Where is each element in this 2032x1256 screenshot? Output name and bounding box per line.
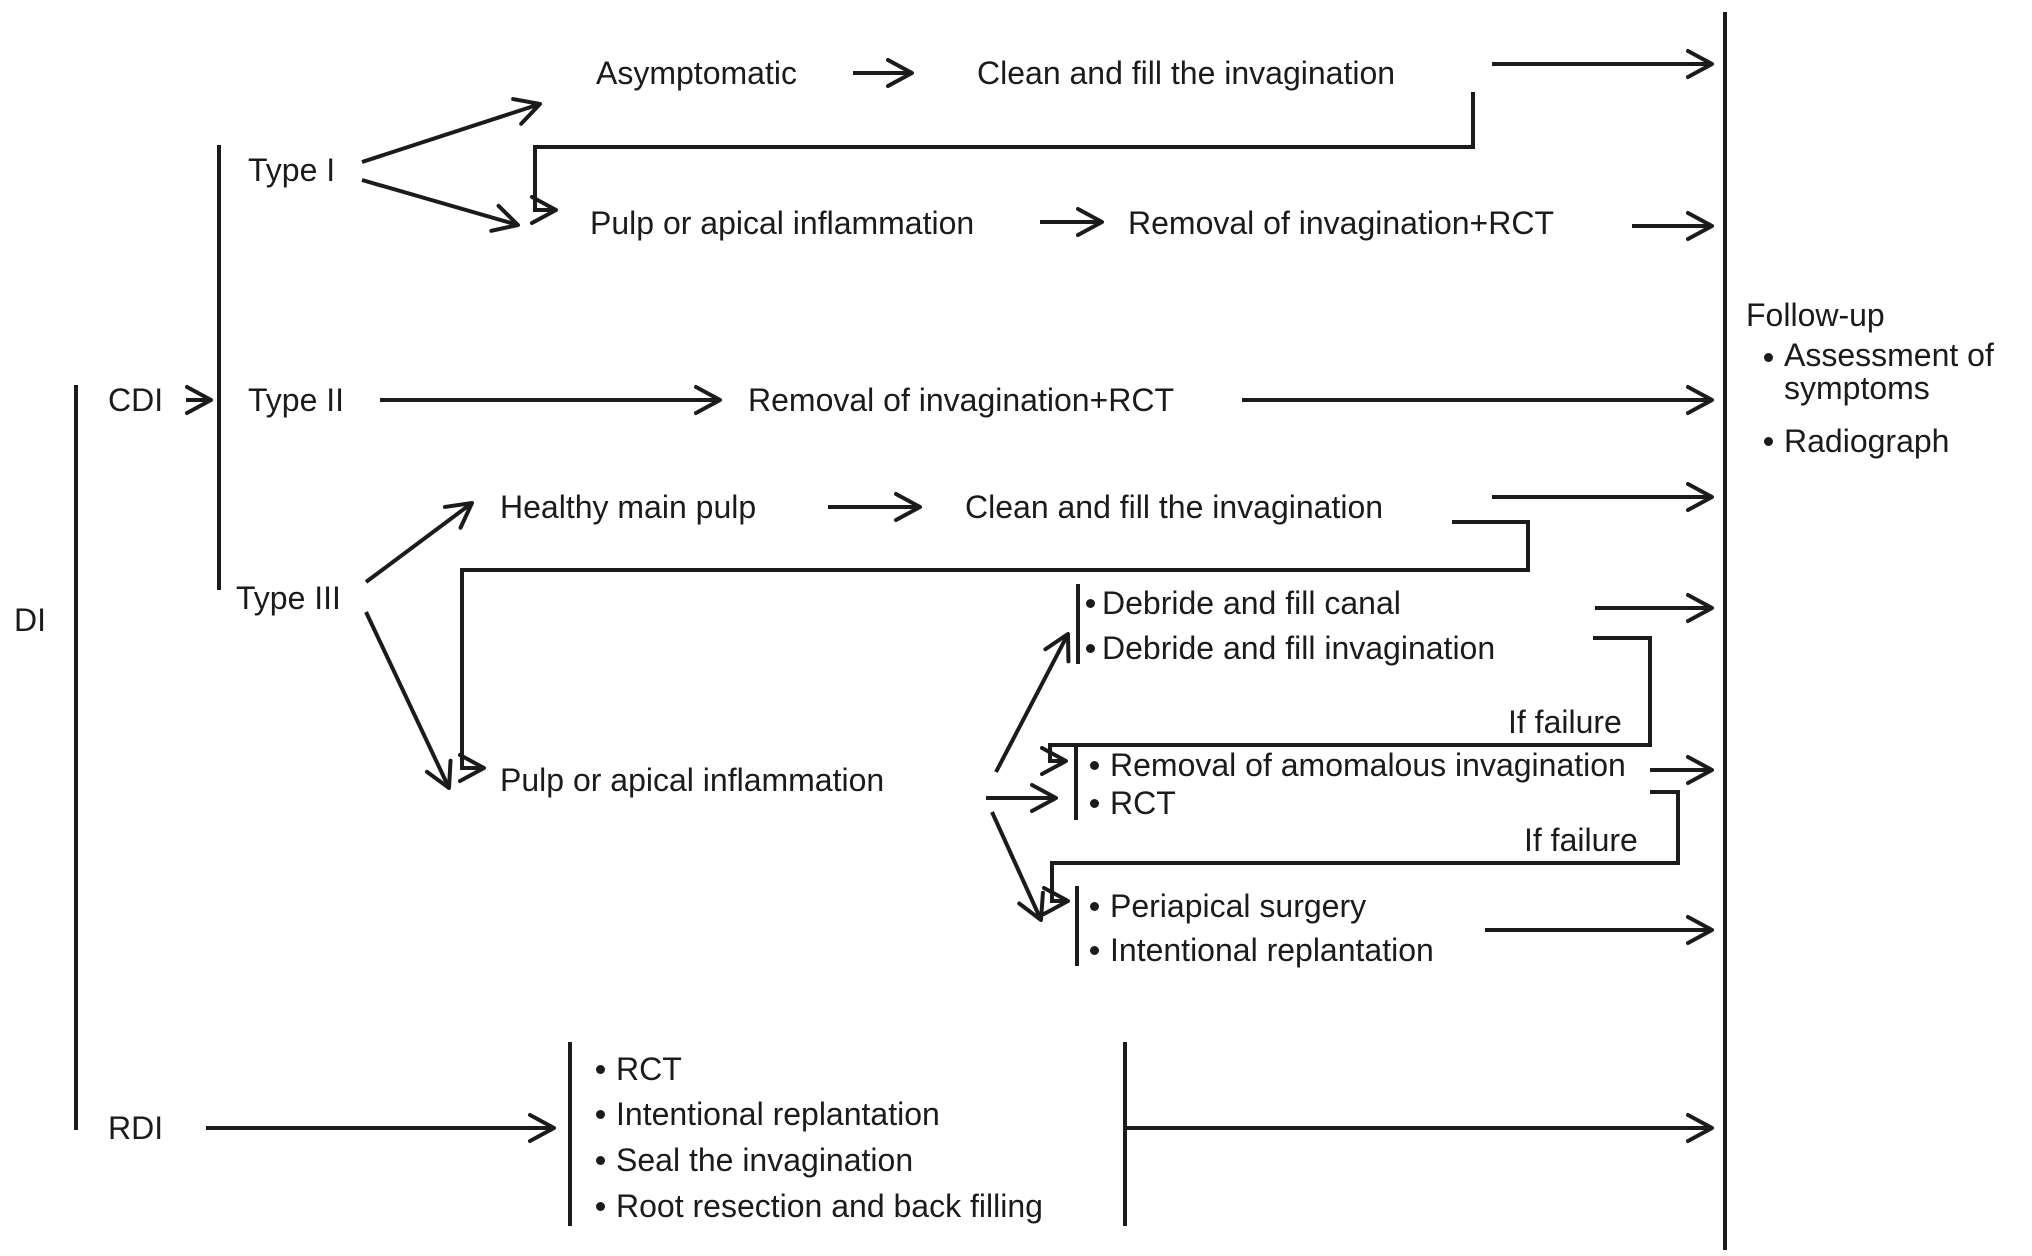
list-item-text: Assessment of symptoms (1784, 337, 1994, 406)
type1-fork-up-arrow (361, 97, 542, 164)
label-if-failure-2: If failure (1524, 822, 1638, 858)
list-item-text: Intentional replantation (1110, 932, 1434, 968)
list-item-text: Root resection and back filling (616, 1188, 1043, 1224)
list-item-text: RCT (1110, 785, 1176, 821)
list-item-rct: RCT (1090, 785, 1176, 821)
list-item-text: Debride and fill invagination (1102, 630, 1496, 666)
followup-title: Follow-up (1746, 297, 1885, 333)
bullet-icon (1764, 353, 1773, 362)
list-item-text: Removal of amomalous invagination (1110, 747, 1626, 783)
bullet-icon (596, 1202, 605, 1211)
bullet-icon (1090, 946, 1099, 955)
node-clean-fill-1: Clean and fill the invagination (977, 55, 1396, 91)
list-item-text: Radiograph (1784, 423, 1950, 459)
type1-fork-down-arrow (361, 178, 520, 233)
list-item-text: Intentional replantation (616, 1096, 940, 1132)
type3-fork-up-arrow (364, 501, 474, 584)
bullet-icon (1090, 902, 1099, 911)
list-item-debride-invagination: Debride and fill invagination (1086, 630, 1495, 666)
bullet-icon (596, 1156, 605, 1165)
list-item-debride-canal: Debride and fill canal (1086, 585, 1401, 621)
node-removal-rct-2: Removal of invagination+RCT (748, 382, 1174, 418)
list-item-intentional-replantation: Intentional replantation (1090, 932, 1434, 968)
label-di: DI (14, 602, 46, 638)
node-removal-rct-1: Removal of invagination+RCT (1128, 205, 1554, 241)
label-cdi: CDI (108, 382, 164, 418)
node-pulp-apical-1: Pulp or apical inflammation (590, 205, 975, 241)
list-item-text: Periapical surgery (1110, 888, 1367, 924)
label-rdi: RDI (108, 1110, 164, 1146)
label-type-ii: Type II (248, 382, 345, 418)
pulp2-fork-up-arrow (994, 632, 1071, 773)
list-item-removal-anomalous: Removal of amomalous invagination (1090, 747, 1626, 783)
list-item-rdi-replantation: Intentional replantation (596, 1096, 940, 1132)
node-clean-fill-2: Clean and fill the invagination (965, 489, 1384, 525)
bullet-icon (1764, 437, 1773, 446)
list-item-rdi-seal: Seal the invagination (596, 1142, 913, 1178)
type1-failure-elbow-arrow (530, 92, 1475, 225)
node-asymptomatic: Asymptomatic (596, 55, 797, 91)
bullet-icon (1086, 599, 1095, 608)
list-item-periapical-surgery: Periapical surgery (1090, 888, 1366, 924)
bullet-icon (1086, 644, 1095, 653)
node-healthy-main-pulp: Healthy main pulp (500, 489, 757, 525)
label-if-failure-1: If failure (1508, 704, 1622, 740)
list-item-rdi-rct: RCT (596, 1051, 682, 1087)
list-item-radiograph: Radiograph (1764, 423, 1949, 459)
label-type-i: Type I (248, 152, 336, 188)
type3-fork-down-arrow (364, 611, 453, 790)
bullet-icon (596, 1065, 605, 1074)
bullet-icon (1090, 761, 1099, 770)
pulp2-fork-down-arrow (990, 811, 1045, 922)
node-pulp-apical-2: Pulp or apical inflammation (500, 762, 885, 798)
list-item-text: Debride and fill canal (1102, 585, 1401, 621)
list-item-text: Seal the invagination (616, 1142, 914, 1178)
list-item-text: RCT (616, 1051, 682, 1087)
list-item-assessment: Assessment of symptoms (1764, 339, 2014, 405)
bullet-icon (596, 1110, 605, 1119)
bullet-icon (1090, 799, 1099, 808)
label-type-iii: Type III (236, 580, 341, 616)
list-item-rdi-root-resection: Root resection and back filling (596, 1188, 1043, 1224)
